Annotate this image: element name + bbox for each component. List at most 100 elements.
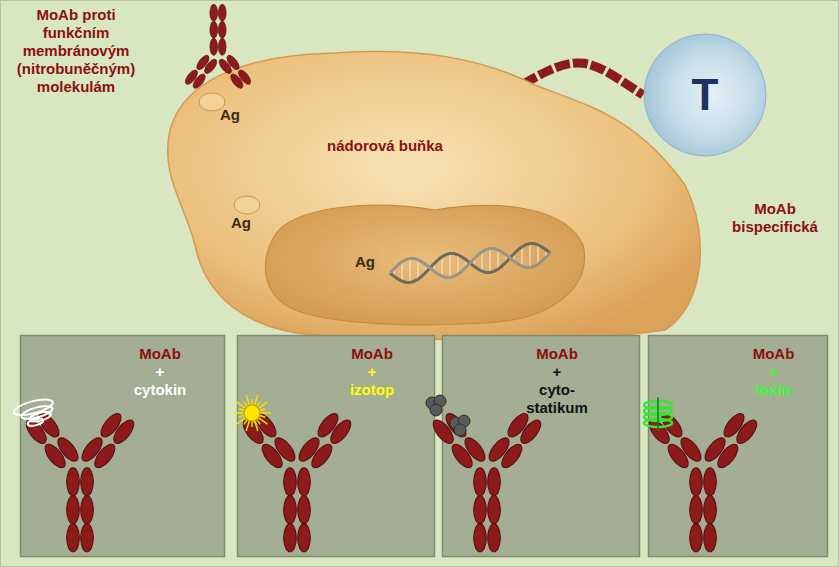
node-text: +	[322, 363, 422, 381]
shape	[648, 335, 828, 557]
heavy-chain	[210, 21, 218, 38]
antigen	[234, 196, 260, 214]
node-text: cytokin	[105, 381, 215, 399]
node-text: +	[517, 363, 597, 381]
heavy-chain	[284, 468, 297, 496]
annotation: MoAb proti funkčním membránovým (nitrobu…	[5, 6, 147, 96]
heavy-chain	[474, 524, 487, 552]
text-column: MoAb+cyto- statikum	[517, 345, 597, 417]
t-cell-outline	[644, 34, 766, 156]
isotope-symbol	[233, 395, 271, 431]
node-text: T	[643, 71, 767, 119]
heavy-chain	[67, 496, 80, 524]
heavy-chain	[704, 468, 717, 496]
antibody-chain	[259, 441, 286, 471]
heavy-chain	[218, 38, 226, 55]
heavy-chain	[81, 468, 94, 496]
panel	[443, 336, 640, 557]
text-column: MoAb+cytokin	[105, 345, 215, 399]
heavy-chain	[210, 38, 218, 55]
panel	[649, 336, 828, 557]
node-text: cyto- statikum	[517, 381, 597, 417]
antibody	[430, 408, 545, 552]
heavy-chain	[298, 496, 311, 524]
text-column: T	[643, 71, 767, 119]
antibody-chain	[733, 417, 760, 447]
heavy-chain	[690, 524, 703, 552]
heavy-chain	[704, 524, 717, 552]
shape	[237, 335, 435, 557]
text-column: MoAb+izotop	[322, 345, 422, 399]
shape	[20, 335, 225, 557]
heavy-chain	[690, 496, 703, 524]
node-text: +	[105, 363, 215, 381]
node-text: nádorová buňka	[305, 137, 465, 155]
antibody-chain	[665, 441, 692, 471]
antibody-chain	[714, 441, 741, 471]
antibody-chain	[327, 417, 354, 447]
t-cell: T	[643, 33, 767, 157]
heavy-chain	[284, 524, 297, 552]
node-text: toxin	[726, 381, 821, 399]
conjugate-panel: MoAb+cyto- statikum	[442, 335, 640, 557]
heavy-chain	[488, 468, 501, 496]
node-text: izotop	[322, 381, 422, 399]
antibody-chain	[42, 441, 69, 471]
toxin-symbol	[644, 397, 672, 431]
heavy-chain	[488, 524, 501, 552]
heavy-chain	[298, 524, 311, 552]
text-column: nádorová buňka	[305, 137, 465, 155]
heavy-chain	[81, 496, 94, 524]
antibody-chain	[183, 68, 199, 86]
antibody	[240, 408, 355, 552]
node-text: MoAb	[105, 345, 215, 363]
conjugate-panel: MoAb+izotop	[237, 335, 435, 557]
node-text: MoAb	[726, 345, 821, 363]
heavy-chain	[67, 468, 80, 496]
heavy-chain	[67, 524, 80, 552]
heavy-chain	[474, 496, 487, 524]
cell-outline	[168, 52, 701, 340]
antibody-chain	[308, 441, 335, 471]
node-text: MoAb	[517, 345, 597, 363]
panel	[21, 336, 225, 557]
panel	[238, 336, 435, 557]
antibody-chain	[236, 68, 252, 86]
antibody	[646, 408, 761, 552]
shape	[442, 335, 640, 557]
text-column: MoAb+toxin	[726, 345, 821, 399]
heavy-chain	[218, 21, 226, 38]
heavy-chain	[298, 468, 311, 496]
antibody	[23, 408, 138, 552]
drug-symbol	[426, 395, 470, 436]
dna-helix	[390, 244, 550, 283]
antibody-chain	[449, 441, 476, 471]
antibody	[183, 4, 253, 91]
heavy-chain	[488, 496, 501, 524]
text-column: Ag	[350, 253, 380, 271]
node-text: Ag	[350, 253, 380, 271]
heavy-chain	[284, 496, 297, 524]
conjugate-panel: MoAb+cytokin	[20, 335, 225, 557]
heavy-chain	[704, 496, 717, 524]
heavy-chain	[474, 468, 487, 496]
heavy-chain	[690, 468, 703, 496]
cytokine-symbol	[13, 396, 58, 430]
antibody-chain	[517, 417, 544, 447]
antigen-label: Ag	[216, 106, 244, 124]
heavy-chain	[81, 524, 94, 552]
heavy-chain	[218, 4, 226, 21]
heavy-chain	[210, 4, 218, 21]
antibody-chain	[110, 417, 137, 447]
node-text: +	[726, 363, 821, 381]
node-text: MoAb	[322, 345, 422, 363]
nucleus-outline	[265, 205, 584, 324]
antibody-chain	[195, 53, 211, 71]
nucleus: Ag	[255, 195, 590, 330]
conjugate-panel: MoAb+toxin	[648, 335, 828, 557]
tumor-cell: nádorová buňkaAg	[165, 45, 700, 335]
antigen-label: Ag	[227, 214, 255, 232]
annotation: MoAb bispecifická	[716, 200, 834, 236]
